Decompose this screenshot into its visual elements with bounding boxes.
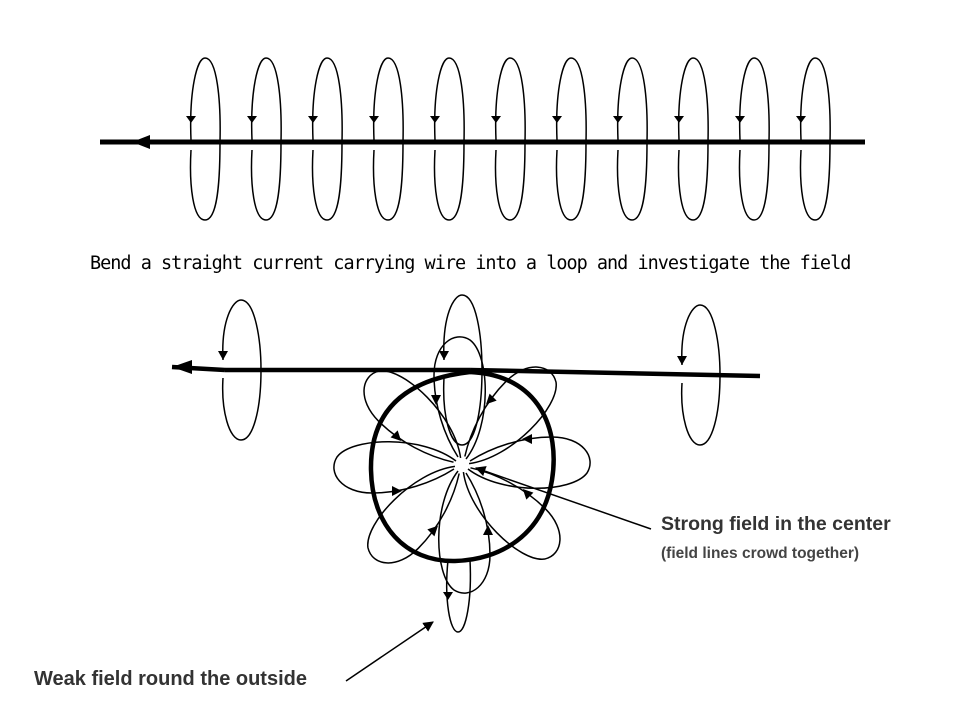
petal-curve [363,370,462,463]
petal-field-line [333,441,457,496]
outer-field-curve [680,304,721,446]
bottom-field-arrow [443,592,453,600]
field-loop-arrow [735,116,745,123]
straight-wire-field-loops [186,57,831,221]
field-loop [308,57,343,221]
field-loop [796,57,831,221]
field-loop-curve [555,57,587,221]
field-loop [369,57,404,221]
petal-field-line [438,470,493,594]
bent-wire-left-stub [171,364,226,373]
field-loop [613,57,648,221]
outer-field-arrow [439,351,449,360]
straight-wire-current-arrow [132,135,150,149]
field-loop-arrow [552,116,562,123]
field-loop-curve [189,57,221,221]
weak-field-pointer [345,621,434,682]
field-loop [430,57,465,221]
petal-arrow [522,434,532,444]
loop-field-lines [218,294,721,633]
field-loop-curve [433,57,465,221]
field-loop-curve [738,57,770,221]
wire-loop [368,369,556,564]
petal-arrow [483,525,493,535]
field-loop [674,57,709,221]
field-loop-arrow [491,116,501,123]
field-loop-curve [494,57,526,221]
outer-field-loop [439,294,483,446]
field-loop-curve [311,57,343,221]
field-loop-arrow [186,116,196,123]
field-loop-arrow [430,116,440,123]
field-loop-arrow [369,116,379,123]
field-loop [491,57,526,221]
outer-field-arrow [677,356,687,365]
field-loop-arrow [796,116,806,123]
outer-field-loop [677,304,721,446]
strong-field-label: Strong field in the center [661,513,891,535]
field-loop-curve [799,57,831,221]
field-loop [186,57,221,221]
outer-field-arrow [218,351,228,360]
petal-curve [462,467,561,560]
petal-curve [333,441,457,494]
weak-field-label: Weak field round the outside [34,668,307,690]
petal-arrow [392,486,402,496]
outer-field-curve [442,294,483,446]
petal-curve [467,436,591,489]
field-loop-curve [677,57,709,221]
petal-curve [367,465,460,564]
straight-wire [100,135,865,149]
field-loop [735,57,770,221]
field-loop-curve [616,57,648,221]
bottom-field-loop [443,559,472,633]
strong-field-pointer [475,466,652,530]
field-loop [247,57,282,221]
petal-field-line [462,467,561,560]
field-loop-arrow [308,116,318,123]
petal-curve [433,336,486,460]
petal-arrow [431,395,441,405]
petal-field-line [467,434,591,489]
field-loop [552,57,587,221]
field-loop-arrow [674,116,684,123]
strong-field-note: (field lines crowd together) [661,545,860,562]
petal-field-line [431,336,486,460]
field-loop-arrow [247,116,257,123]
petal-field-line [363,370,462,463]
diagram-caption: Bend a straight current carrying wire in… [90,253,851,274]
petal-curve [438,470,491,594]
field-loop-curve [372,57,404,221]
field-loop-curve [250,57,282,221]
petal-curve [464,366,557,465]
outer-field-curve [221,299,262,441]
outer-field-loop [218,299,262,441]
field-loop-arrow [613,116,623,123]
